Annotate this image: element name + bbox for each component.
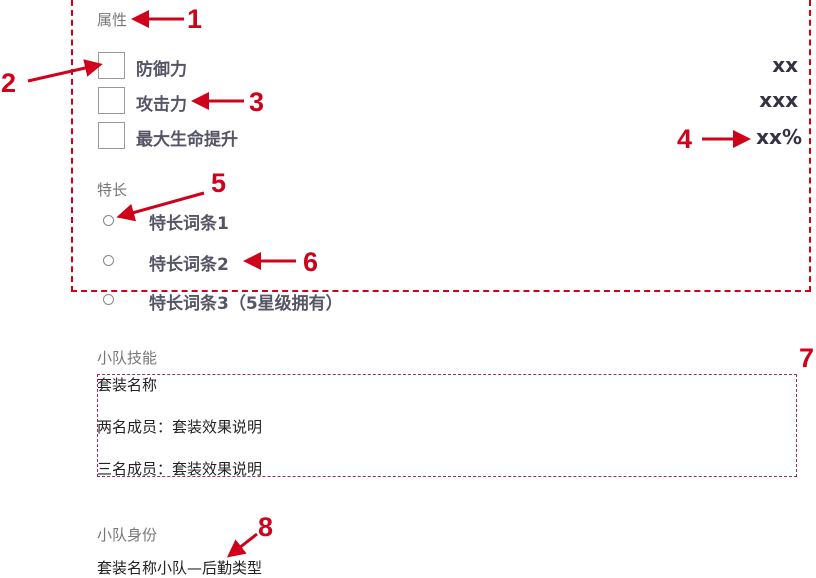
annotation-number-5: 5 (211, 168, 227, 198)
annotation-number-3: 3 (249, 87, 265, 117)
team-identity-value: 套装名称小队—后勤类型 (97, 559, 263, 577)
annotation-number-4: 4 (677, 124, 693, 154)
team-skill-three-members: 三名成员：套装效果说明 (97, 460, 263, 478)
attr-value-defense: xx (772, 53, 798, 77)
annotation-number-1: 1 (187, 4, 203, 34)
checkbox-attack[interactable] (98, 87, 125, 114)
specialties-section-label: 特长 (97, 181, 128, 199)
attributes-section-label: 属性 (97, 11, 128, 29)
attr-value-max-hp: xx% (756, 125, 802, 149)
attr-label-defense: 防御力 (136, 60, 187, 80)
radio-specialty-3[interactable] (103, 294, 114, 305)
specialty-label-3: 特长词条3（5星级拥有） (149, 294, 343, 314)
team-skill-set-name: 套装名称 (97, 376, 158, 394)
attributes-highlight-box (71, 0, 811, 292)
annotation-number-2: 2 (1, 68, 17, 98)
checkbox-max-hp[interactable] (98, 122, 125, 149)
radio-specialty-2[interactable] (103, 255, 114, 266)
specialty-label-1: 特长词条1 (149, 214, 229, 234)
radio-specialty-1[interactable] (103, 215, 114, 226)
attr-label-max-hp: 最大生命提升 (136, 130, 238, 150)
annotation-number-6: 6 (303, 247, 319, 277)
specialty-label-2: 特长词条2 (149, 255, 229, 275)
team-skill-highlight-box (97, 374, 797, 477)
arrow-5 (116, 191, 205, 222)
annotation-number-8: 8 (258, 512, 274, 542)
team-identity-section-label: 小队身份 (97, 526, 158, 544)
team-skill-section-label: 小队技能 (97, 349, 158, 367)
annotation-number-7: 7 (799, 343, 815, 373)
attr-value-attack: xxx (759, 88, 798, 112)
arrow-8 (226, 532, 258, 558)
arrow-2 (27, 59, 103, 83)
attr-label-attack: 攻击力 (136, 95, 187, 115)
team-skill-two-members: 两名成员：套装效果说明 (97, 418, 263, 436)
